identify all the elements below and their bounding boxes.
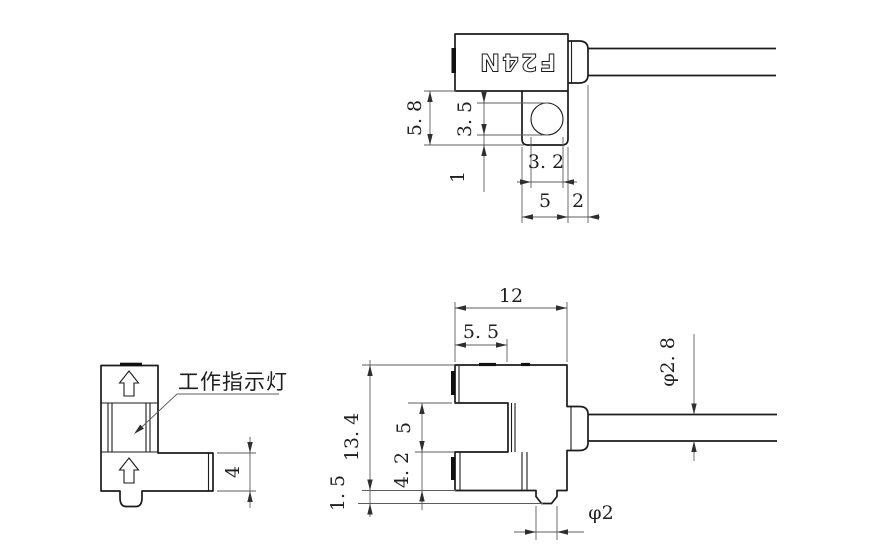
dim-label-4-2: 4. 2 [391, 452, 413, 488]
indicator-leader [134, 393, 279, 434]
dim-label-5-8: 5. 8 [404, 100, 426, 136]
dim-label-phi2: φ2 [588, 502, 613, 524]
side-view-dimension-lines [369, 307, 695, 533]
up-arrow-icon [118, 370, 140, 397]
side-view-block-lines [521, 452, 528, 491]
dim-label-12: 12 [499, 285, 523, 307]
side-view-cable [588, 413, 777, 442]
dim-label-4: 4 [222, 466, 244, 478]
front-view-dim-4 [217, 437, 256, 508]
dim-label-5-top: 5 [539, 190, 551, 212]
top-view-cable-bushing [568, 40, 589, 84]
side-view-upper-slit-bar [451, 371, 456, 395]
side-view: 12 5. 5 13. 4 5 4. 2 1. 5 φ2 φ2. 8 [327, 285, 777, 540]
top-view-extension-lines [424, 85, 589, 223]
side-view-outline [454, 364, 589, 505]
dim-label-3-5: 3. 5 [454, 101, 476, 137]
top-view: F24N [404, 33, 776, 223]
side-view-arrowheads [367, 305, 697, 535]
top-view-cable [588, 47, 776, 77]
dim-label-13-4: 13. 4 [341, 413, 363, 461]
front-view-outline [100, 364, 214, 508]
front-view: 工作指示灯 4 [100, 362, 288, 508]
dim-label-5-side: 5 [393, 422, 415, 434]
side-view-lower-slit-bar [451, 457, 456, 480]
top-view-arrowheads [427, 91, 599, 220]
indicator-callout-label: 工作指示灯 [178, 370, 288, 394]
side-view-top-tick [521, 362, 530, 367]
dim-label-3-2: 3. 2 [528, 151, 564, 173]
model-label: F24N [478, 48, 556, 76]
side-view-extension-lines [358, 302, 568, 540]
front-view-slit-bar [120, 362, 142, 367]
dim-label-2: 2 [572, 190, 584, 212]
dim-label-5-5: 5. 5 [463, 321, 499, 343]
side-view-window-lines [510, 403, 516, 452]
side-view-top-tick [479, 362, 496, 367]
top-view-lens-circle [530, 102, 564, 136]
front-view-window-lines [107, 403, 151, 452]
leader-arrowhead [134, 424, 144, 434]
dim-label-phi2-8: φ2. 8 [657, 337, 679, 387]
up-arrow-icon [118, 457, 140, 484]
top-view-lens-block-outline [521, 91, 569, 146]
dim-label-1: 1 [447, 171, 469, 183]
dim-label-1-5: 1. 5 [327, 475, 349, 511]
top-view-slit-bar [451, 48, 456, 73]
